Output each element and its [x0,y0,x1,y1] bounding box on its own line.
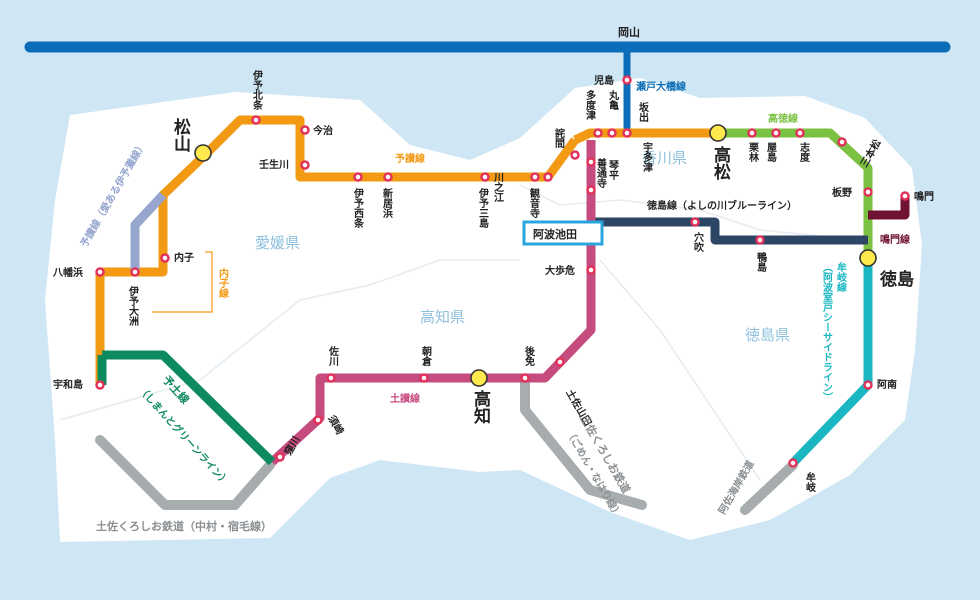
label-seto-ohashi: 瀬戸大橋線 [636,80,686,93]
line-yosan-east[interactable] [573,128,718,145]
label-zentsuji: 善通寺 [595,157,607,189]
label-kochi: 高知 [470,389,492,425]
shikoku-land [45,78,922,542]
line-yodo[interactable] [102,350,276,466]
label-mugi-line-sub: （阿波室戸シーサイドライン） [821,262,834,402]
line-tokushima[interactable] [591,217,868,245]
label-iyoozu: 伊予大洲 [127,285,140,327]
label-tokushima: 徳島 [879,269,914,290]
label-dosan: 土讃線 [390,392,420,405]
line-dosan[interactable] [268,140,596,466]
label-naruto-line: 鳴門線 [880,233,910,246]
label-mugi-line: 牟岐線 [835,261,847,293]
label-kawanoe: 川之江 [492,172,505,203]
label-iyohojo: 伊予北条 [251,69,264,111]
label-yashima: 屋島 [765,142,777,163]
label-anabuki: 穴吹 [692,231,704,253]
label-tadotsu: 多度津 [584,89,596,121]
station-dots [95,75,910,468]
label-kamojima: 鴨島 [755,251,767,273]
label-yosan: 予讃線 [395,152,425,165]
label-anan: 阿南 [877,378,897,391]
label-kotohira: 琴平 [607,160,620,181]
line-tosa-kuroshio-nakamura[interactable] [95,435,275,510]
major-stations [194,124,877,387]
label-kotoku: 高徳線 [768,112,798,125]
label-takamatsu: 高松 [710,145,731,181]
label-shido: 志度 [798,141,810,163]
label-tosa-nakamura: 土佐くろしお鉄道（中村・宿毛線） [96,519,272,533]
pref-kochi: 高知県 [420,308,465,326]
line-tosa-kuroshio-gomen[interactable] [520,375,647,510]
label-uchiko: 内子 [174,251,194,264]
label-iyosaijo: 伊予西条 [352,187,365,229]
highlight-awaikeda[interactable] [522,220,604,246]
label-itano: 板野 [832,186,852,199]
line-iyo-nada[interactable] [130,191,167,270]
label-kanonji: 観音寺 [528,187,540,219]
pref-tokushima: 徳島県 [745,326,790,344]
pref-ehime: 愛媛県 [255,234,300,252]
label-mibukawa: 壬生川 [259,158,289,171]
label-marugame: 丸亀 [607,89,620,111]
vertical-labels: 伊予北条 伊予西条 新居浜 伊予三島 川之江 観音寺 詫間 多度津 丸亀 坂出 … [127,69,847,493]
label-sakawa: 佐川 [327,345,340,367]
label-awaikeda: 阿波池田 [533,227,577,241]
label-tokushima-line: 徳島線（よしの川ブルーライン） [646,199,797,212]
line-asa-kaigan[interactable] [740,460,798,515]
uchiko-bracket [152,251,213,313]
label-uwajima: 宇和島 [53,378,83,391]
label-kurinbayashi: 栗林 [747,142,759,163]
label-uchiko-line: 内子線 [217,267,229,299]
label-sakaide: 坂出 [637,101,649,123]
label-niihama: 新居浜 [381,187,393,219]
label-matsuyama: 松山 [170,117,191,153]
label-asakura: 朝倉 [420,345,433,367]
label-takuma: 詫間 [553,127,565,149]
label-kojima: 児島 [593,74,614,87]
label-naruto: 鳴門 [914,190,934,203]
label-gomen: 後免 [523,345,535,367]
label-okayama: 岡山 [618,25,640,39]
pref-kagawa: 香川県 [642,149,687,167]
label-mugi: 牟岐 [804,471,816,493]
label-yawatahama: 八幡浜 [52,266,83,279]
label-iyomishima: 伊予三島 [477,187,490,229]
prefecture-borders [59,184,861,481]
label-oboke: 大歩危 [545,264,575,277]
label-imabari: 今治 [312,124,333,137]
line-naruto[interactable] [868,196,910,220]
label-utazu: 宇多津 [641,141,653,173]
